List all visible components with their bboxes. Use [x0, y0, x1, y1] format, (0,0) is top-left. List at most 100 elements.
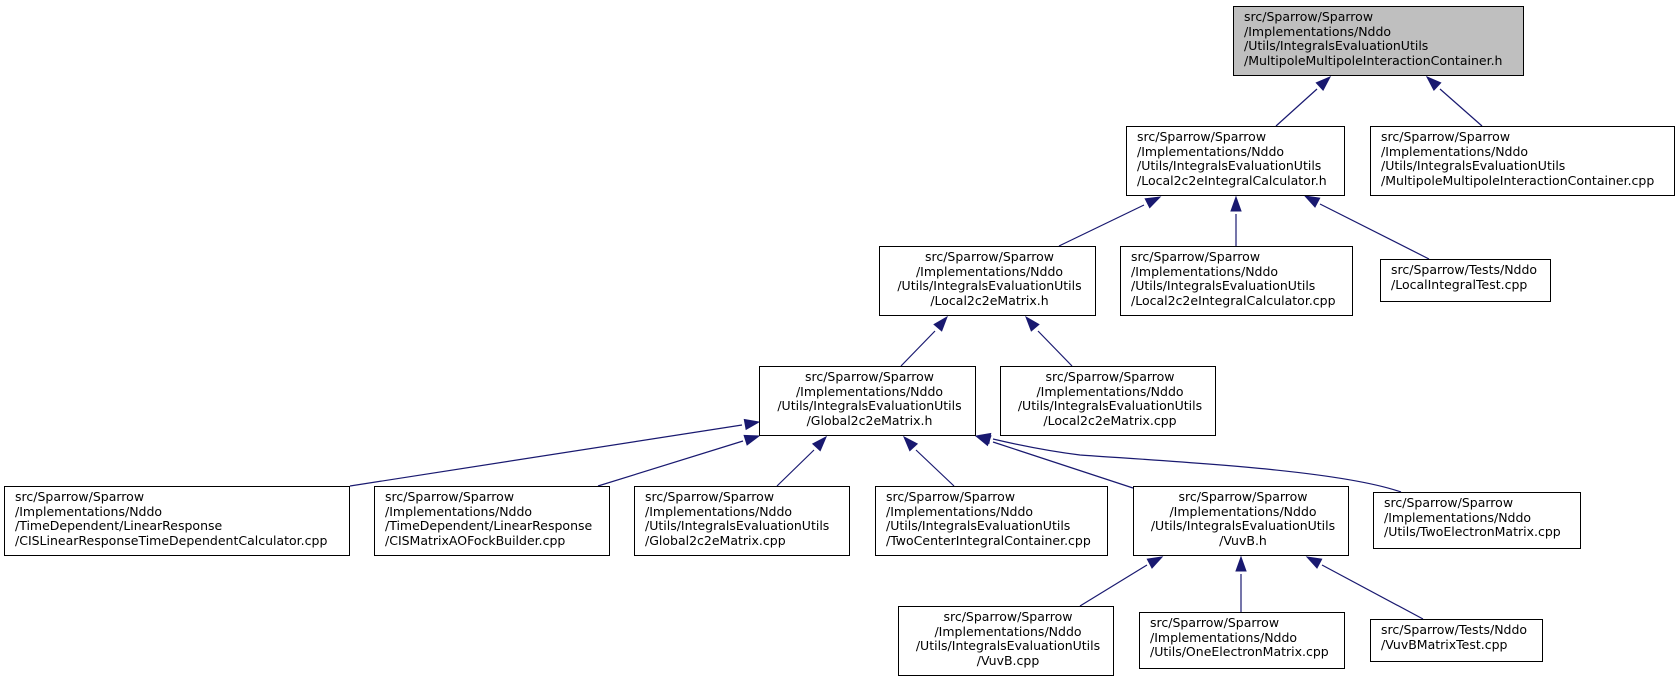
edge-arrowhead	[933, 315, 948, 332]
file-path-line: src/Sparrow/Sparrow	[1045, 369, 1175, 384]
file-path-line: src/Sparrow/Sparrow	[943, 609, 1073, 624]
file-node[interactable]: src/Sparrow/Sparrow/Implementations/Nddo…	[875, 486, 1108, 556]
file-node[interactable]: src/Sparrow/Sparrow/Implementations/Nddo…	[4, 486, 350, 556]
file-path-line: /Implementations/Nddo	[1169, 503, 1317, 519]
dependency-edge	[1230, 195, 1242, 246]
file-path-line: /Implementations/Nddo	[1150, 629, 1298, 645]
dependency-edge	[1303, 195, 1430, 260]
edge-arrowhead	[902, 435, 919, 452]
file-path-line: /Implementations/Nddo	[15, 503, 163, 519]
file-path-line: /MultipoleMultipoleInteractionContainer.…	[1244, 52, 1503, 68]
dependency-edge	[1025, 315, 1073, 367]
dependency-edge	[1275, 75, 1332, 127]
edge-arrowhead	[1303, 195, 1321, 208]
edge-arrowhead	[743, 418, 761, 431]
edge-arrowhead	[1305, 556, 1323, 569]
file-node[interactable]: src/Sparrow/Sparrow/Implementations/Nddo…	[759, 366, 976, 436]
edge-arrowhead	[1146, 556, 1164, 569]
file-node[interactable]: src/Sparrow/Sparrow/Implementations/Nddo…	[1370, 126, 1675, 196]
file-path-line: src/Sparrow/Sparrow	[1381, 129, 1511, 144]
dependency-edge	[1425, 75, 1483, 127]
file-path-line: /Utils/IntegralsEvaluationUtils	[897, 278, 1082, 294]
file-path-line: /Local2c2eMatrix.cpp	[1043, 412, 1177, 428]
file-node[interactable]: src/Sparrow/Sparrow/Implementations/Nddo…	[1120, 246, 1353, 316]
edge-arrowhead	[811, 435, 828, 452]
file-path-line: /Utils/IntegralsEvaluationUtils	[1131, 278, 1316, 294]
edge-line	[1275, 88, 1318, 127]
file-path-line: src/Sparrow/Sparrow	[886, 489, 1016, 504]
edge-line	[992, 438, 1402, 493]
edge-line	[597, 440, 744, 487]
file-path-line: /Implementations/Nddo	[1137, 143, 1285, 159]
file-node[interactable]: src/Sparrow/Sparrow/Implementations/Nddo…	[1000, 366, 1216, 436]
dependency-edge	[776, 435, 828, 487]
edge-line	[992, 441, 1134, 489]
edge-line	[1321, 564, 1424, 620]
file-path-line: /VuvB.cpp	[976, 652, 1040, 668]
file-path-line: src/Sparrow/Sparrow	[1137, 129, 1267, 144]
file-path-line: /Utils/IntegralsEvaluationUtils	[915, 638, 1101, 654]
file-node[interactable]: src/Sparrow/Tests/Nddo/LocalIntegralTest…	[1380, 259, 1551, 302]
file-path-line: /Global2c2eMatrix.cpp	[645, 532, 786, 548]
dependency-edge	[597, 434, 761, 487]
file-path-line: /CISLinearResponseTimeDependentCalculato…	[15, 532, 328, 548]
edge-line	[1037, 330, 1073, 367]
file-path-line: src/Sparrow/Sparrow	[924, 249, 1055, 264]
file-path-line: src/Sparrow/Sparrow	[15, 489, 145, 504]
file-path-line: /LocalIntegralTest.cpp	[1391, 276, 1528, 292]
file-path-line: src/Sparrow/Sparrow	[1384, 495, 1514, 510]
file-path-line: /Utils/TwoElectronMatrix.cpp	[1384, 524, 1561, 540]
file-path-line: /MultipoleMultipoleInteractionContainer.…	[1381, 172, 1655, 188]
file-node[interactable]: src/Sparrow/Tests/Nddo/VuvBMatrixTest.cp…	[1370, 619, 1543, 662]
edge-line	[1058, 204, 1145, 247]
edge-line	[1079, 564, 1148, 607]
dependency-edge	[1235, 555, 1247, 612]
edge-line	[776, 449, 815, 487]
edge-arrowhead	[974, 432, 992, 445]
file-path-line: /Utils/OneElectronMatrix.cpp	[1150, 644, 1329, 660]
file-path-line: /Implementations/Nddo	[1036, 383, 1184, 399]
file-node[interactable]: src/Sparrow/Sparrow/Implementations/Nddo…	[879, 246, 1096, 316]
file-path-line: /VuvB.h	[1219, 532, 1267, 548]
file-node[interactable]: src/Sparrow/Sparrow/Implementations/Nddo…	[1139, 612, 1345, 669]
file-node[interactable]: src/Sparrow/Sparrow/Implementations/Nddo…	[1133, 486, 1349, 556]
edge-arrowhead	[1425, 75, 1442, 92]
file-path-line: /Utils/IntegralsEvaluationUtils	[777, 398, 962, 414]
edge-line	[349, 424, 743, 487]
file-path-line: /Implementations/Nddo	[645, 503, 793, 519]
file-path-line: /Implementations/Nddo	[1131, 263, 1279, 279]
file-node[interactable]: src/Sparrow/Sparrow/Implementations/Nddo…	[898, 606, 1114, 676]
dependency-edge	[1305, 556, 1424, 620]
file-node[interactable]: src/Sparrow/Sparrow/Implementations/Nddo…	[1126, 126, 1345, 196]
edge-arrowhead	[1230, 195, 1242, 212]
file-path-line: /Local2c2eMatrix.h	[930, 292, 1049, 308]
file-path-line: src/Sparrow/Tests/Nddo	[1391, 262, 1538, 277]
file-path-line: src/Sparrow/Sparrow	[385, 489, 515, 504]
edge-line	[900, 330, 936, 367]
file-path-line: /Utils/IntegralsEvaluationUtils	[1150, 518, 1336, 534]
file-path-line: /TwoCenterIntegralContainer.cpp	[886, 532, 1091, 548]
file-path-line: src/Sparrow/Sparrow	[645, 489, 775, 504]
file-path-line: /Implementations/Nddo	[1244, 23, 1392, 39]
file-path-line: /Implementations/Nddo	[385, 503, 533, 519]
edge-arrowhead	[1144, 196, 1162, 209]
edge-line	[1439, 88, 1483, 127]
file-node[interactable]: src/Sparrow/Sparrow/Implementations/Nddo…	[634, 486, 850, 556]
file-path-line: /Implementations/Nddo	[886, 503, 1034, 519]
edge-arrowhead	[743, 434, 761, 446]
file-node[interactable]: src/Sparrow/Sparrow/Implementations/Nddo…	[1373, 492, 1581, 549]
file-path-line: src/Sparrow/Sparrow	[1150, 615, 1280, 630]
dependency-edge	[1058, 196, 1162, 247]
file-path-line: /Local2c2eIntegralCalculator.h	[1137, 172, 1327, 188]
edge-arrowhead	[1025, 315, 1040, 332]
file-node[interactable]: src/Sparrow/Sparrow/Implementations/Nddo…	[374, 486, 610, 556]
file-path-line: src/Sparrow/Sparrow	[1131, 249, 1261, 264]
file-path-line: src/Sparrow/Tests/Nddo	[1381, 622, 1528, 637]
file-path-line: /Global2c2eMatrix.h	[806, 412, 933, 428]
dependency-edge	[974, 435, 1134, 489]
file-path-line: /TimeDependent/LinearResponse	[15, 518, 223, 534]
root-file-node: src/Sparrow/Sparrow/Implementations/Nddo…	[1233, 6, 1524, 76]
edge-arrowhead	[1315, 75, 1332, 92]
file-path-line: src/Sparrow/Sparrow	[1178, 489, 1308, 504]
